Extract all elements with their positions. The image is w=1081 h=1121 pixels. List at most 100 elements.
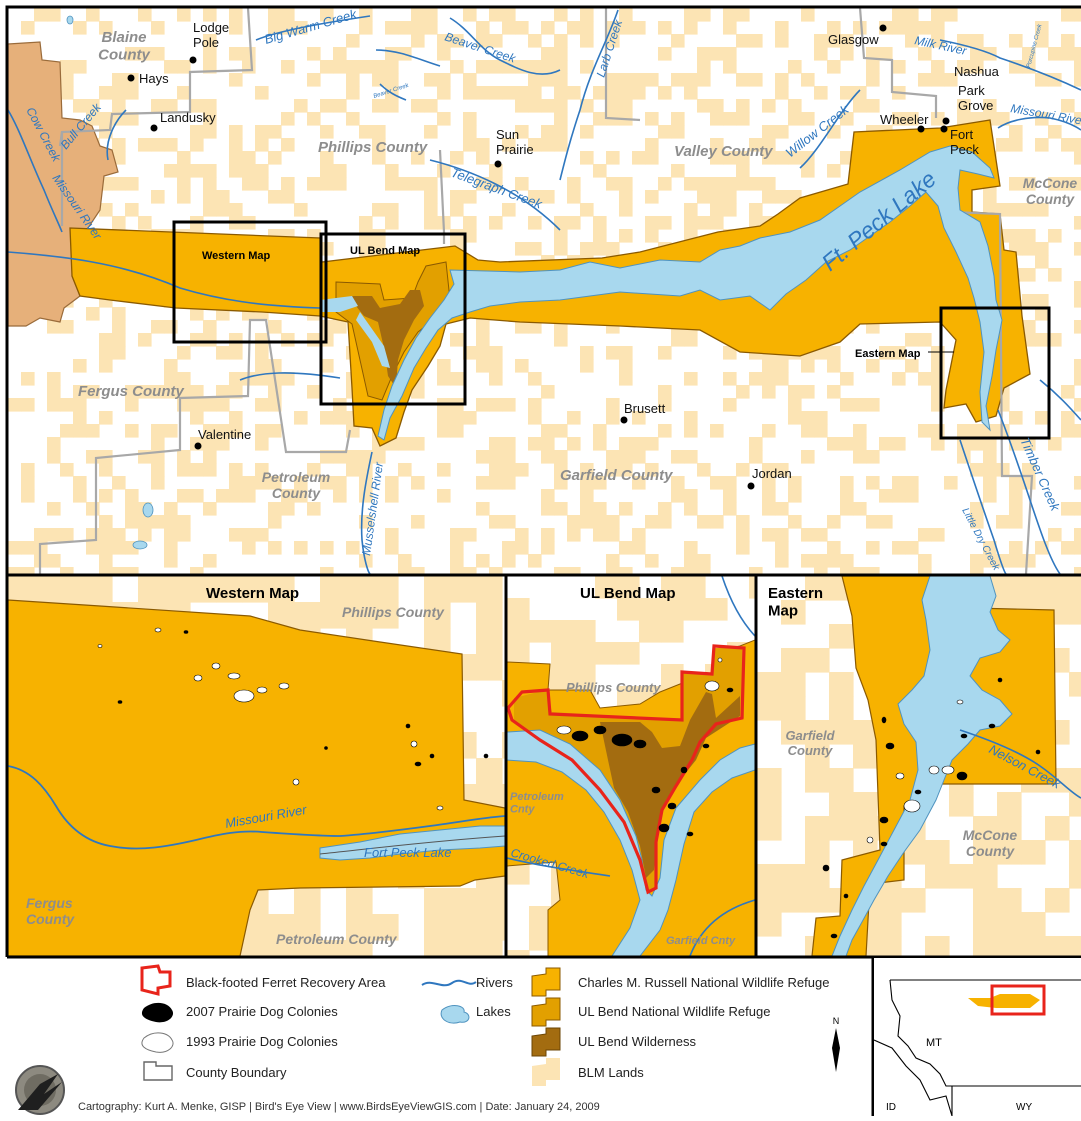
lake-arm — [836, 226, 858, 240]
county-label-petroleum: Petroleum County — [276, 931, 398, 947]
river-lines — [8, 9, 1081, 574]
locator-label-id: ID — [886, 1102, 896, 1113]
western-map-title: Western Map — [206, 585, 299, 602]
river-missouri — [8, 765, 505, 850]
blm-lands-pattern — [8, 8, 1081, 574]
river-lower — [689, 899, 755, 956]
blm-swatch — [532, 1058, 560, 1086]
eastern-map-box[interactable] — [939, 306, 1051, 440]
legend-label-county-boundary: County Boundary — [186, 1065, 287, 1080]
locator-label-mt: MT — [926, 1037, 942, 1049]
legend-label-ul-bend-refuge: UL Bend National Wildlife Refuge — [578, 1004, 770, 1019]
legend-label-wilderness: UL Bend Wilderness — [578, 1034, 697, 1049]
town-markers — [127, 24, 950, 490]
western-map-box-label: Western Map — [202, 250, 271, 262]
cartography-credit: Cartography: Kurt A. Menke, GISP | Bird'… — [78, 1101, 600, 1113]
refuge-extent — [968, 994, 1040, 1008]
town-label-jordan: Jordan — [752, 466, 792, 481]
county-boundary-swatch — [143, 1061, 173, 1081]
lake-swatch — [440, 1005, 470, 1024]
lake-label-fort-peck: Fort Peck Lake — [364, 845, 451, 860]
ul-bend-map-title: UL Bend Map — [580, 585, 676, 602]
county-label-fergus: Fergus County — [78, 383, 184, 400]
ferret-area-swatch — [140, 964, 172, 996]
locator-label-wy: WY — [1016, 1102, 1032, 1113]
western-map-panel[interactable]: Western Map Phillips County Missouri Riv… — [8, 576, 529, 967]
panel-frames — [5, 5, 1081, 1116]
colony-2007-swatch — [141, 1002, 174, 1023]
river-upper — [721, 576, 755, 637]
county-label-valley: Valley County — [674, 143, 773, 160]
cmr-refuge-swatch — [531, 967, 561, 997]
town-label-nashua: Nashua — [954, 64, 1000, 79]
fort-peck-lake-west — [319, 825, 505, 861]
main-map[interactable]: Western Map UL Bend Map Eastern Map Blai… — [8, 6, 1081, 581]
town-label-landusky: Landusky — [160, 110, 216, 125]
cmr-refuge-area — [8, 599, 505, 956]
legend: Black-footed Ferret Recovery Area 2007 P… — [15, 964, 840, 1115]
county-label-garfield: Garfield County — [560, 467, 673, 484]
river-thalweg — [319, 835, 505, 855]
lake-arm — [356, 312, 390, 368]
town-label-wheeler: Wheeler — [880, 112, 929, 127]
locator-map: MT ID WY — [874, 958, 1081, 1116]
legend-label-cmr-refuge: Charles M. Russell National Wildlife Ref… — [578, 975, 829, 990]
colony-1993-swatch — [141, 1032, 174, 1053]
county-label-phillips: Phillips County — [566, 680, 661, 695]
svg-text:N: N — [833, 1016, 840, 1026]
legend-label-lakes: Lakes — [476, 1004, 511, 1019]
idaho-wyoming-border — [874, 1039, 953, 1116]
north-arrow: N — [832, 1016, 840, 1072]
prairie-dog-colonies — [97, 627, 489, 811]
ul-bend-river-water — [507, 729, 755, 956]
river-nelson-creek — [959, 729, 1081, 799]
legend-label-colonies-2007: 2007 Prairie Dog Colonies — [186, 1004, 338, 1019]
county-boundaries — [38, 8, 1034, 574]
wilderness-swatch — [531, 1027, 561, 1057]
town-label-valentine: Valentine — [198, 427, 251, 442]
legend-label-colonies-1993: 1993 Prairie Dog Colonies — [186, 1034, 338, 1049]
eastern-map-box-label: Eastern Map — [855, 348, 921, 360]
town-label-brusett: Brusett — [624, 401, 666, 416]
western-map-box[interactable] — [172, 220, 328, 344]
legend-label-blm: BLM Lands — [578, 1065, 644, 1080]
ft-peck-lake — [377, 145, 1003, 441]
ul-bend-wilderness-area — [352, 290, 424, 388]
prairie-dog-colonies — [822, 677, 1041, 939]
river-crooked-creek — [507, 857, 611, 877]
ft-peck-lake-east — [831, 576, 1013, 956]
town-label-hays: Hays — [139, 71, 169, 86]
county-label-phillips: Phillips County — [342, 604, 445, 620]
small-lakes — [66, 15, 154, 550]
study-area-box — [990, 984, 1046, 1016]
ul-bend-refuge-swatch — [531, 997, 561, 1027]
ul-bend-map-box-label: UL Bend Map — [350, 245, 420, 257]
legend-label-ferret-area: Black-footed Ferret Recovery Area — [186, 975, 386, 990]
county-label-garfield: Garfield Cnty — [666, 935, 736, 947]
legend-label-rivers: Rivers — [476, 975, 513, 990]
river-swatch — [421, 979, 477, 987]
prairie-dog-colonies — [556, 657, 734, 837]
town-label-glasgow: Glasgow — [828, 32, 879, 47]
birds-eye-view-logo — [15, 1065, 65, 1115]
ul-bend-map-box[interactable] — [319, 232, 467, 406]
lake-arm — [320, 296, 358, 312]
county-label-phillips: Phillips County — [318, 139, 428, 156]
ferret-recovery-area — [507, 644, 746, 895]
montana-outline — [889, 979, 1081, 1087]
